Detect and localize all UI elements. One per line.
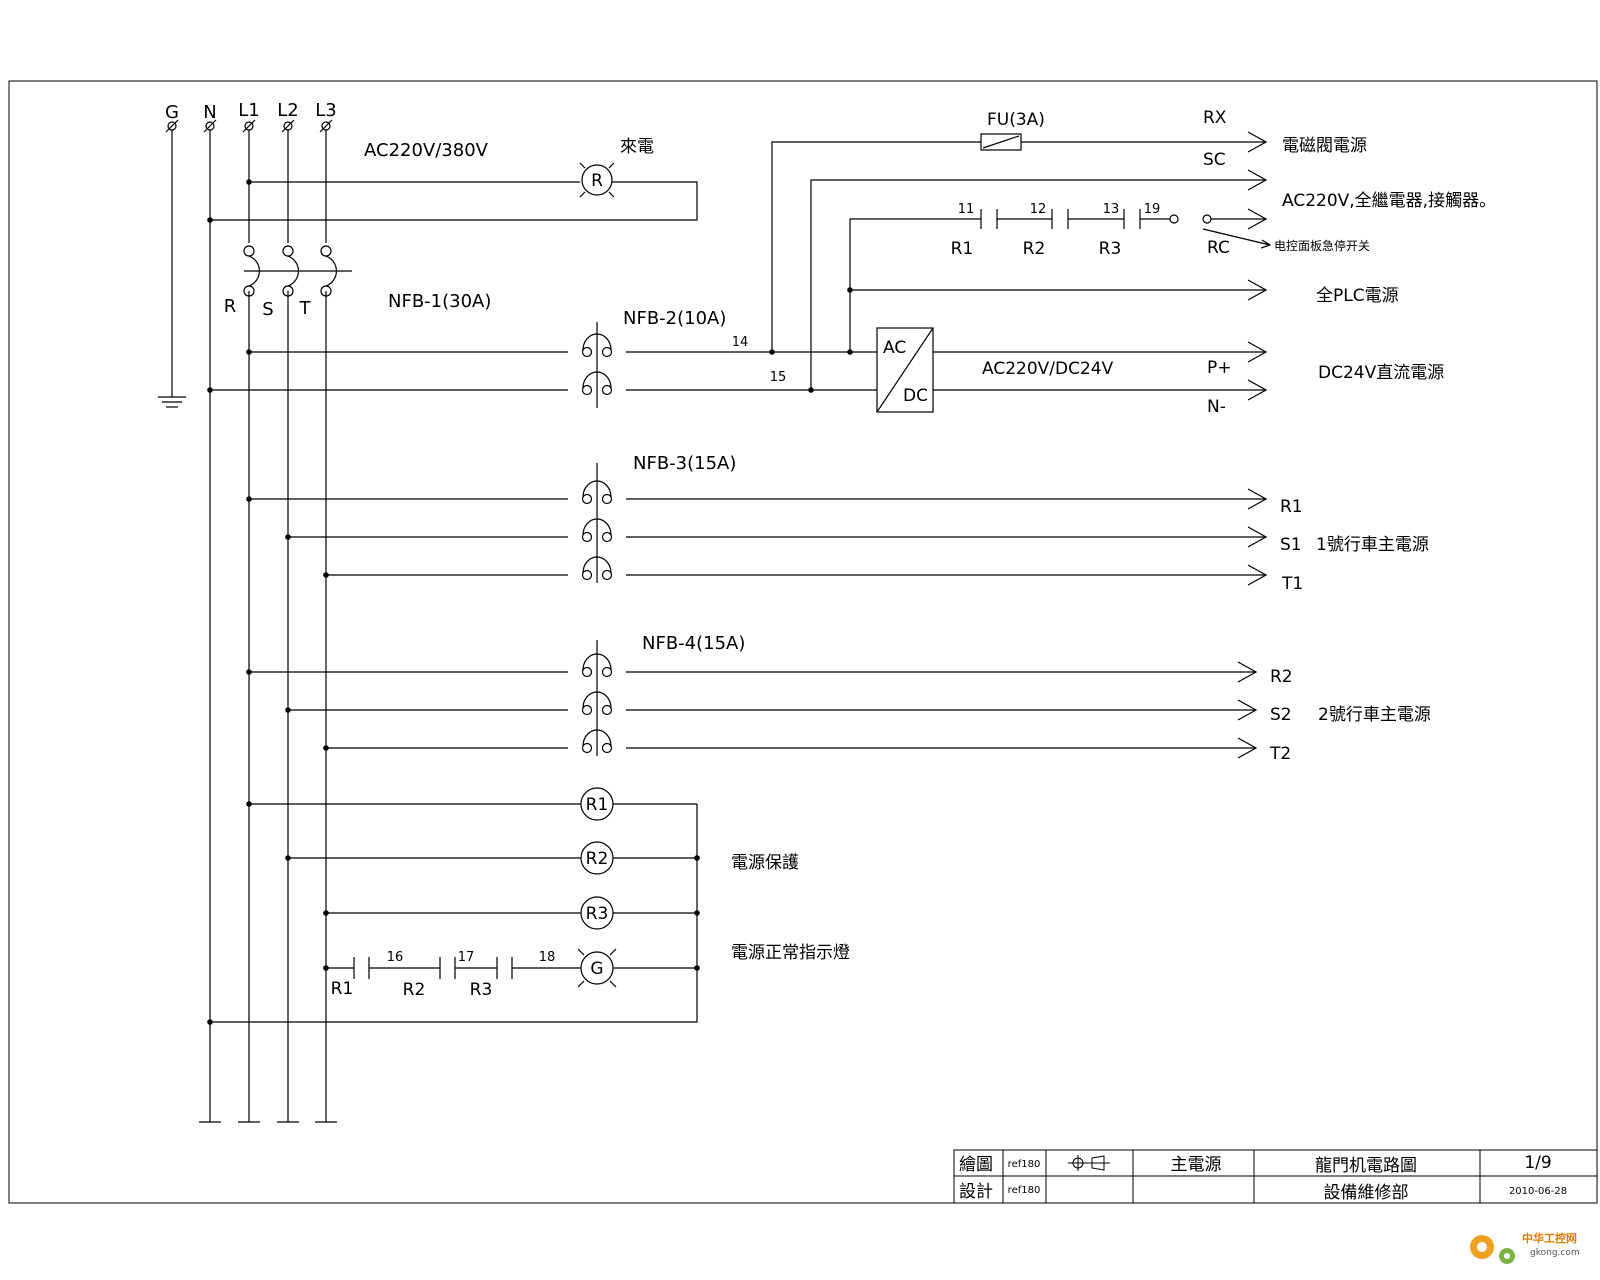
terminal-l1-label: L1 (238, 100, 259, 121)
fuse-label: FU(3A) (987, 110, 1045, 130)
nfb-4-description: 2號行車主電源 (1318, 705, 1431, 725)
department: 設備維修部 (1324, 1183, 1409, 1203)
terminal-g-label: G (165, 102, 179, 123)
main-breaker-nfb-1: R S T NFB-1(30A) (224, 245, 491, 320)
rc-note: 电控面板急停开关 (1274, 238, 1370, 253)
sc-label: SC (1203, 150, 1226, 170)
terminal-l2-label: L2 (277, 100, 298, 121)
sc-description: AC220V,全繼電器,接觸器。 (1282, 191, 1496, 211)
indicator-label: 電源正常指示燈 (731, 943, 850, 963)
indicator-wire-18: 18 (539, 950, 556, 965)
nfb-4-circuit: NFB-4(15A) R2 S2 T2 2號行車主電源 (246, 633, 1431, 764)
return-bus (207, 804, 700, 1025)
indicator-wire-16: 16 (387, 950, 404, 965)
converter-ac: AC (883, 338, 906, 358)
gear-icon (1470, 1235, 1515, 1264)
nfb-4-r-out: R2 (1270, 667, 1293, 687)
watermark-brand: 中华工控网 (1522, 1231, 1577, 1245)
plc-description: 全PLC電源 (1316, 286, 1399, 306)
contact-r1: R1 (951, 239, 974, 259)
dc-description: DC24V直流電源 (1318, 363, 1444, 383)
watermark: 中华工控网 gkong.com (1470, 1231, 1580, 1264)
terminal-n-label: N (203, 102, 216, 123)
wire-15-label: 15 (770, 370, 787, 385)
supply-voltage-label: AC220V/380V (364, 140, 489, 161)
nfb-2-circuit: NFB-2(10A) 14 15 FU(3A) RX 電磁閥電源 SC AC22… (207, 108, 1496, 417)
design-label: 設計 (959, 1182, 993, 1202)
protection-relays: R1 R2 R3 電源保護 (246, 787, 799, 930)
sheet-number: 1/9 (1524, 1153, 1551, 1173)
nfb-4-name: NFB-4(15A) (642, 633, 745, 654)
projection-symbol-icon (1068, 1155, 1110, 1171)
nfb-3-s-out: S1 (1280, 535, 1302, 555)
drawing-date: 2010-06-28 (1509, 1186, 1567, 1197)
section-name: 主電源 (1171, 1155, 1222, 1175)
drawn-by-label: 繪圖 (959, 1155, 993, 1175)
converter-label: AC220V/DC24V (982, 359, 1114, 379)
dc-n-minus: N- (1207, 397, 1226, 417)
main-breaker-name: NFB-1(30A) (388, 291, 491, 312)
nfb-2-name: NFB-2(10A) (623, 308, 726, 329)
contact-12: 12 (1030, 202, 1047, 217)
designed-by-value: ref180 (1008, 1185, 1041, 1196)
contact-13: 13 (1103, 202, 1120, 217)
ground-wire (158, 130, 186, 408)
main-breaker-t: T (299, 298, 312, 319)
dc-p-plus: P+ (1207, 358, 1232, 378)
relay-r3: R3 (586, 904, 609, 924)
wire-14-label: 14 (732, 335, 749, 350)
nfb-3-r-out: R1 (1280, 497, 1303, 517)
nfb-4-s-out: S2 (1270, 705, 1292, 725)
nfb-3-description: 1號行車主電源 (1316, 535, 1429, 555)
drawing-frame (8, 80, 1598, 1204)
power-indicator-circuit: G 16 17 18 R1 R2 R3 電源正常指示燈 (323, 943, 850, 1000)
drawn-by-value: ref180 (1008, 1159, 1041, 1170)
indicator-contact-r2: R2 (403, 980, 426, 1000)
nfb-3-name: NFB-3(15A) (633, 453, 736, 474)
indicator-wire-17: 17 (458, 950, 475, 965)
indicator-contact-r1: R1 (331, 979, 354, 999)
watermark-url: gkong.com (1530, 1248, 1580, 1258)
nfb-3-circuit: NFB-3(15A) R1 S1 T1 1號行車主電源 (246, 453, 1429, 594)
terminal-l3-label: L3 (315, 100, 336, 121)
relay-r1: R1 (586, 795, 609, 815)
rx-description: 電磁閥電源 (1282, 136, 1367, 156)
main-breaker-r: R (224, 296, 237, 317)
rc-label: RC (1207, 238, 1230, 258)
main-breaker-s: S (262, 299, 273, 320)
nfb-4-t-out: T2 (1269, 744, 1291, 764)
drawing-title: 龍門机電路圖 (1315, 1156, 1417, 1176)
terminal-block: G N L1 L2 L3 (165, 100, 337, 133)
contact-r2: R2 (1023, 239, 1046, 259)
relay-r2: R2 (586, 849, 609, 869)
indicator-lamp-symbol: G (590, 959, 603, 979)
contact-r3: R3 (1099, 239, 1122, 259)
main-buses (199, 130, 337, 1123)
contact-11: 11 (958, 202, 975, 217)
protection-label: 電源保護 (731, 853, 799, 873)
incoming-lamp: R 來電 (207, 137, 698, 223)
incoming-lamp-label: 來電 (620, 137, 654, 157)
incoming-lamp-symbol: R (591, 171, 603, 191)
nfb-3-t-out: T1 (1281, 574, 1303, 594)
converter-dc: DC (903, 386, 928, 406)
title-block: 繪圖 ref180 設計 ref180 主電源 龍門机電路圖 1/9 設備維修部… (953, 1149, 1598, 1204)
contact-19: 19 (1144, 202, 1161, 217)
indicator-contact-r3: R3 (470, 980, 493, 1000)
rx-label: RX (1203, 108, 1227, 128)
